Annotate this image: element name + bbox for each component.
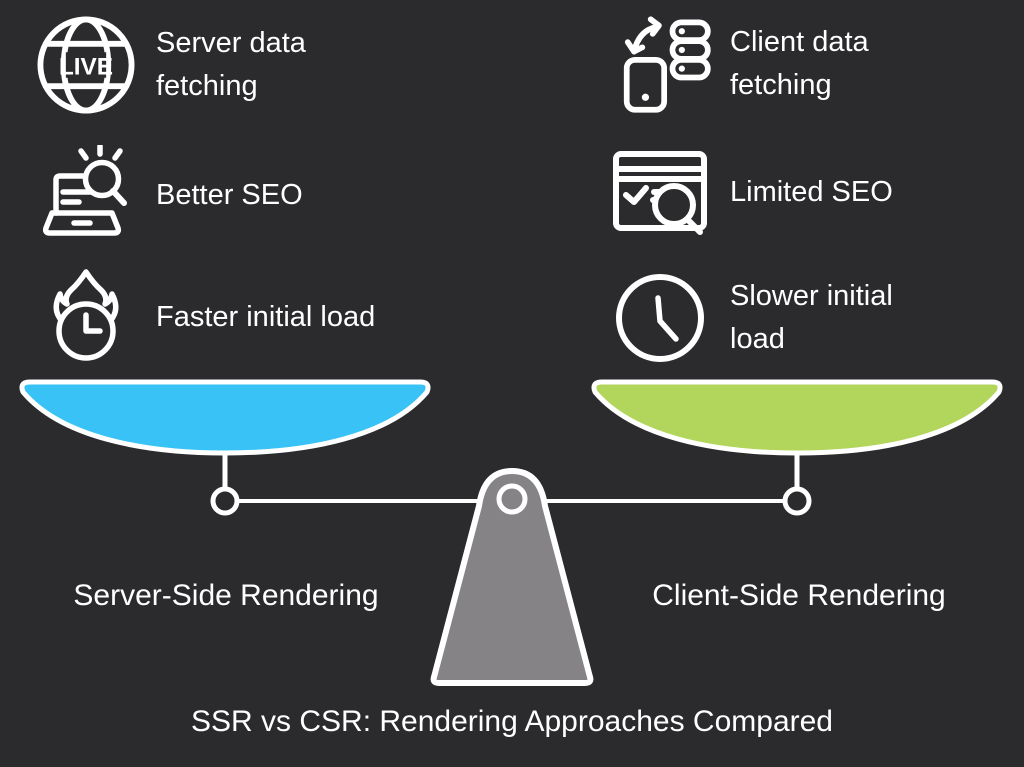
left-pan bbox=[19, 379, 431, 456]
feature-slower-initial-load: Slower initial load bbox=[604, 270, 940, 366]
feature-label: Client data fetching bbox=[730, 26, 869, 101]
feature-client-data-fetching: Client data fetching bbox=[604, 8, 945, 120]
feature-label: Better SEO bbox=[156, 178, 303, 211]
browser-search-icon bbox=[604, 146, 716, 238]
phone-database-icon bbox=[604, 8, 716, 120]
laptop-search-icon bbox=[30, 144, 142, 246]
right-side-label: Client-Side Rendering bbox=[652, 579, 946, 612]
right-pan bbox=[591, 379, 1003, 456]
globe-live-icon: LIVE bbox=[30, 10, 142, 120]
feature-label: Slower initial load bbox=[730, 280, 893, 355]
feature-faster-initial-load: Faster initial load bbox=[30, 266, 375, 368]
feature-better-seo: Better SEO bbox=[30, 144, 303, 246]
svg-text:LIVE: LIVE bbox=[59, 54, 113, 81]
page-title: SSR vs CSR: Rendering Approaches Compare… bbox=[191, 705, 833, 738]
left-beam-ring bbox=[210, 486, 240, 516]
feature-label: Server data fetching bbox=[156, 27, 306, 102]
fulcrum-pivot-hole bbox=[496, 483, 528, 515]
feature-server-data-fetching: LIVE Server data fetching bbox=[30, 10, 391, 120]
right-beam-ring bbox=[782, 486, 812, 516]
clock-icon bbox=[604, 270, 716, 366]
flame-clock-icon bbox=[30, 266, 142, 368]
feature-label: Faster initial load bbox=[156, 300, 376, 333]
left-side-label: Server-Side Rendering bbox=[73, 579, 379, 612]
feature-limited-seo: Limited SEO bbox=[604, 146, 893, 238]
feature-label: Limited SEO bbox=[730, 175, 893, 208]
fulcrum bbox=[430, 468, 594, 686]
